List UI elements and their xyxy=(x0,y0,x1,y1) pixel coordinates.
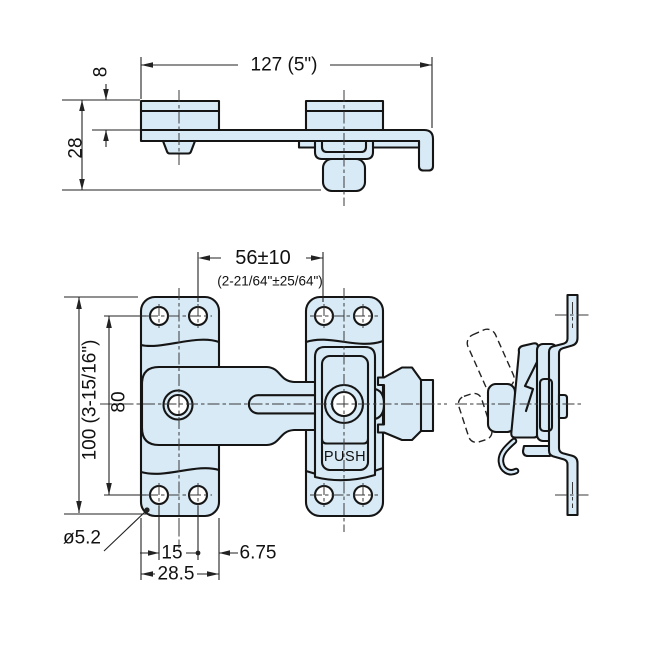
dim-hole-span: 56±10 xyxy=(235,247,290,269)
top-view-left-tab xyxy=(161,139,197,155)
side-catch-tab xyxy=(557,393,569,420)
latch-arm xyxy=(140,365,320,447)
top-view-left-block xyxy=(139,99,221,132)
left-plate-bend-lower xyxy=(139,467,221,475)
side-view xyxy=(455,293,591,517)
front-view-dimensions: 56±10 (2-21/64"±25/64") 100 (3-15/16") 8… xyxy=(63,247,324,585)
dim-overall-height: 100 (3-15/16") xyxy=(80,340,101,461)
side-view-centerlines xyxy=(455,302,591,508)
top-view: 127 (5") 8 28 xyxy=(62,55,435,206)
slide-boss-bottom xyxy=(320,437,370,445)
dim-hole-diameter: ø5.2 xyxy=(63,528,101,549)
knob-phantom-outline xyxy=(457,392,493,444)
spring-wire-core xyxy=(499,439,518,474)
dim-hole-span-inch: (2-21/64"±25/64") xyxy=(217,274,323,289)
dim-flange-thickness: 8 xyxy=(91,67,112,78)
dim-hole-pitch-vertical: 80 xyxy=(109,391,130,412)
front-view: PUSH 56±10 (2-21/64"±25/64") xyxy=(63,247,447,585)
dim-edge-offset: 6.75 xyxy=(240,543,277,564)
slide-channel-inner xyxy=(320,354,370,472)
dim-plate-width: 28.5 xyxy=(158,564,195,585)
side-knob xyxy=(486,382,517,434)
side-latch-body-bend-line xyxy=(523,360,539,413)
top-view-dimensions: 127 (5") 8 28 xyxy=(62,55,433,191)
side-wall-flange xyxy=(547,293,579,517)
side-bottom-return xyxy=(521,444,552,458)
dim-overall-width: 127 (5") xyxy=(251,55,318,76)
push-label: PUSH xyxy=(324,449,366,465)
front-view-centerlines xyxy=(100,288,447,548)
dim-overall-depth: 28 xyxy=(66,137,87,158)
side-channel-slot xyxy=(538,377,554,433)
top-view-slide-bracket-inner xyxy=(320,139,368,154)
pivot-inner-circle xyxy=(166,393,190,417)
dim-hole-pitch-horizontal: 15 xyxy=(161,543,182,564)
latch-arm-slot xyxy=(247,394,318,415)
